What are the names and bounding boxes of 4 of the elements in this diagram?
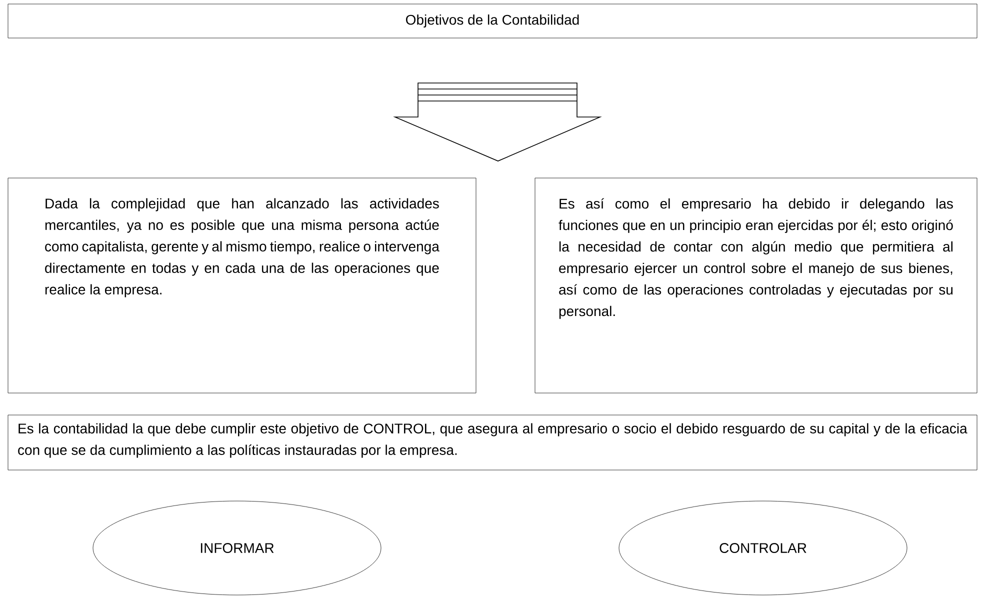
- title-box: Objetivos de la Contabilidad: [8, 4, 978, 38]
- text-box: Es la contabilidad la que debe cumplir este objetivo de CONTROL, que asegura al empresario o socio el debido resguardo de su capital y de la eficacia con que se da cumplimiento a las políticas instauradas por la empresa.: [8, 414, 978, 470]
- text-box: Es así como el empresario ha debido ir delegando las funciones que en un principio eran ejercidas por él; esto originó la necesidad de contar con algún medio que permitiera al empresario ejercer un control sobre el manejo de sus bienes, así como de las operaciones controladas y ejecutadas por su personal.: [534, 178, 978, 394]
- text-box: Dada la complejidad que han alcanzado las actividades mercantiles, ya no es posible que una misma persona actúe como capitalista, gerente y al mismo tiempo, realice o intervenga directamente en todas y en cada una de las operaciones que realice la empresa.: [8, 178, 476, 394]
